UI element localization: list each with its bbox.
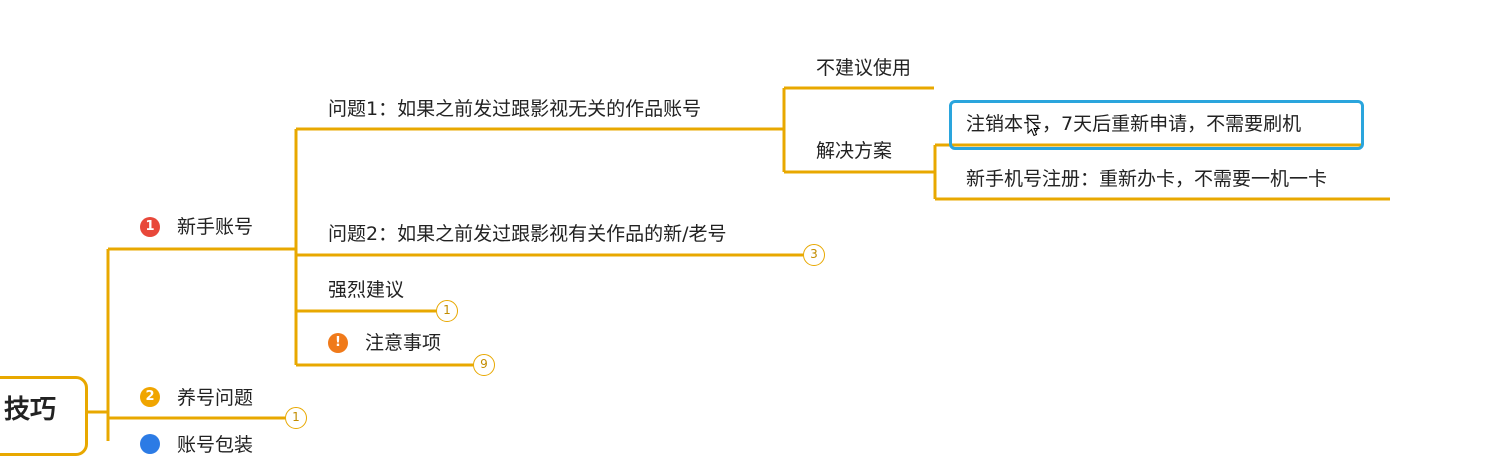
warning-icon: ! [328, 333, 348, 353]
node-problem-1[interactable]: 问题1：如果之前发过跟影视无关的作品账号 [328, 98, 702, 120]
fold-count-strong-advice[interactable]: 1 [436, 300, 458, 322]
branch-third[interactable]: 账号包装 [177, 434, 254, 456]
priority-2-icon: 2 [140, 387, 160, 407]
fold-count-notice[interactable]: 9 [473, 354, 495, 376]
node-solution[interactable]: 解决方案 [816, 140, 893, 162]
mindmap-connectors [88, 86, 1390, 441]
node-solution-option-2[interactable]: 新手机号注册：重新办卡，不需要一机一卡 [966, 168, 1328, 190]
branch-newbie-account[interactable]: 新手账号 [177, 216, 254, 238]
node-notice[interactable]: 注意事项 [365, 332, 442, 354]
node-problem-2[interactable]: 问题2：如果之前发过跟影视有关作品的新/老号 [328, 223, 727, 245]
branch-account-nurturing[interactable]: 养号问题 [177, 387, 254, 409]
priority-1-icon: 1 [140, 217, 160, 237]
fold-count-nurture[interactable]: 1 [285, 407, 307, 429]
node-not-recommended[interactable]: 不建议使用 [816, 57, 912, 79]
priority-3-icon [140, 434, 160, 454]
node-solution-option-1[interactable]: 注销本号，7天后重新申请，不需要刷机 [966, 113, 1302, 135]
fold-count-problem-2[interactable]: 3 [803, 244, 825, 266]
mouse-cursor-icon [1027, 117, 1041, 137]
root-label: 技巧 [4, 395, 57, 425]
node-strong-advice[interactable]: 强烈建议 [328, 279, 405, 301]
